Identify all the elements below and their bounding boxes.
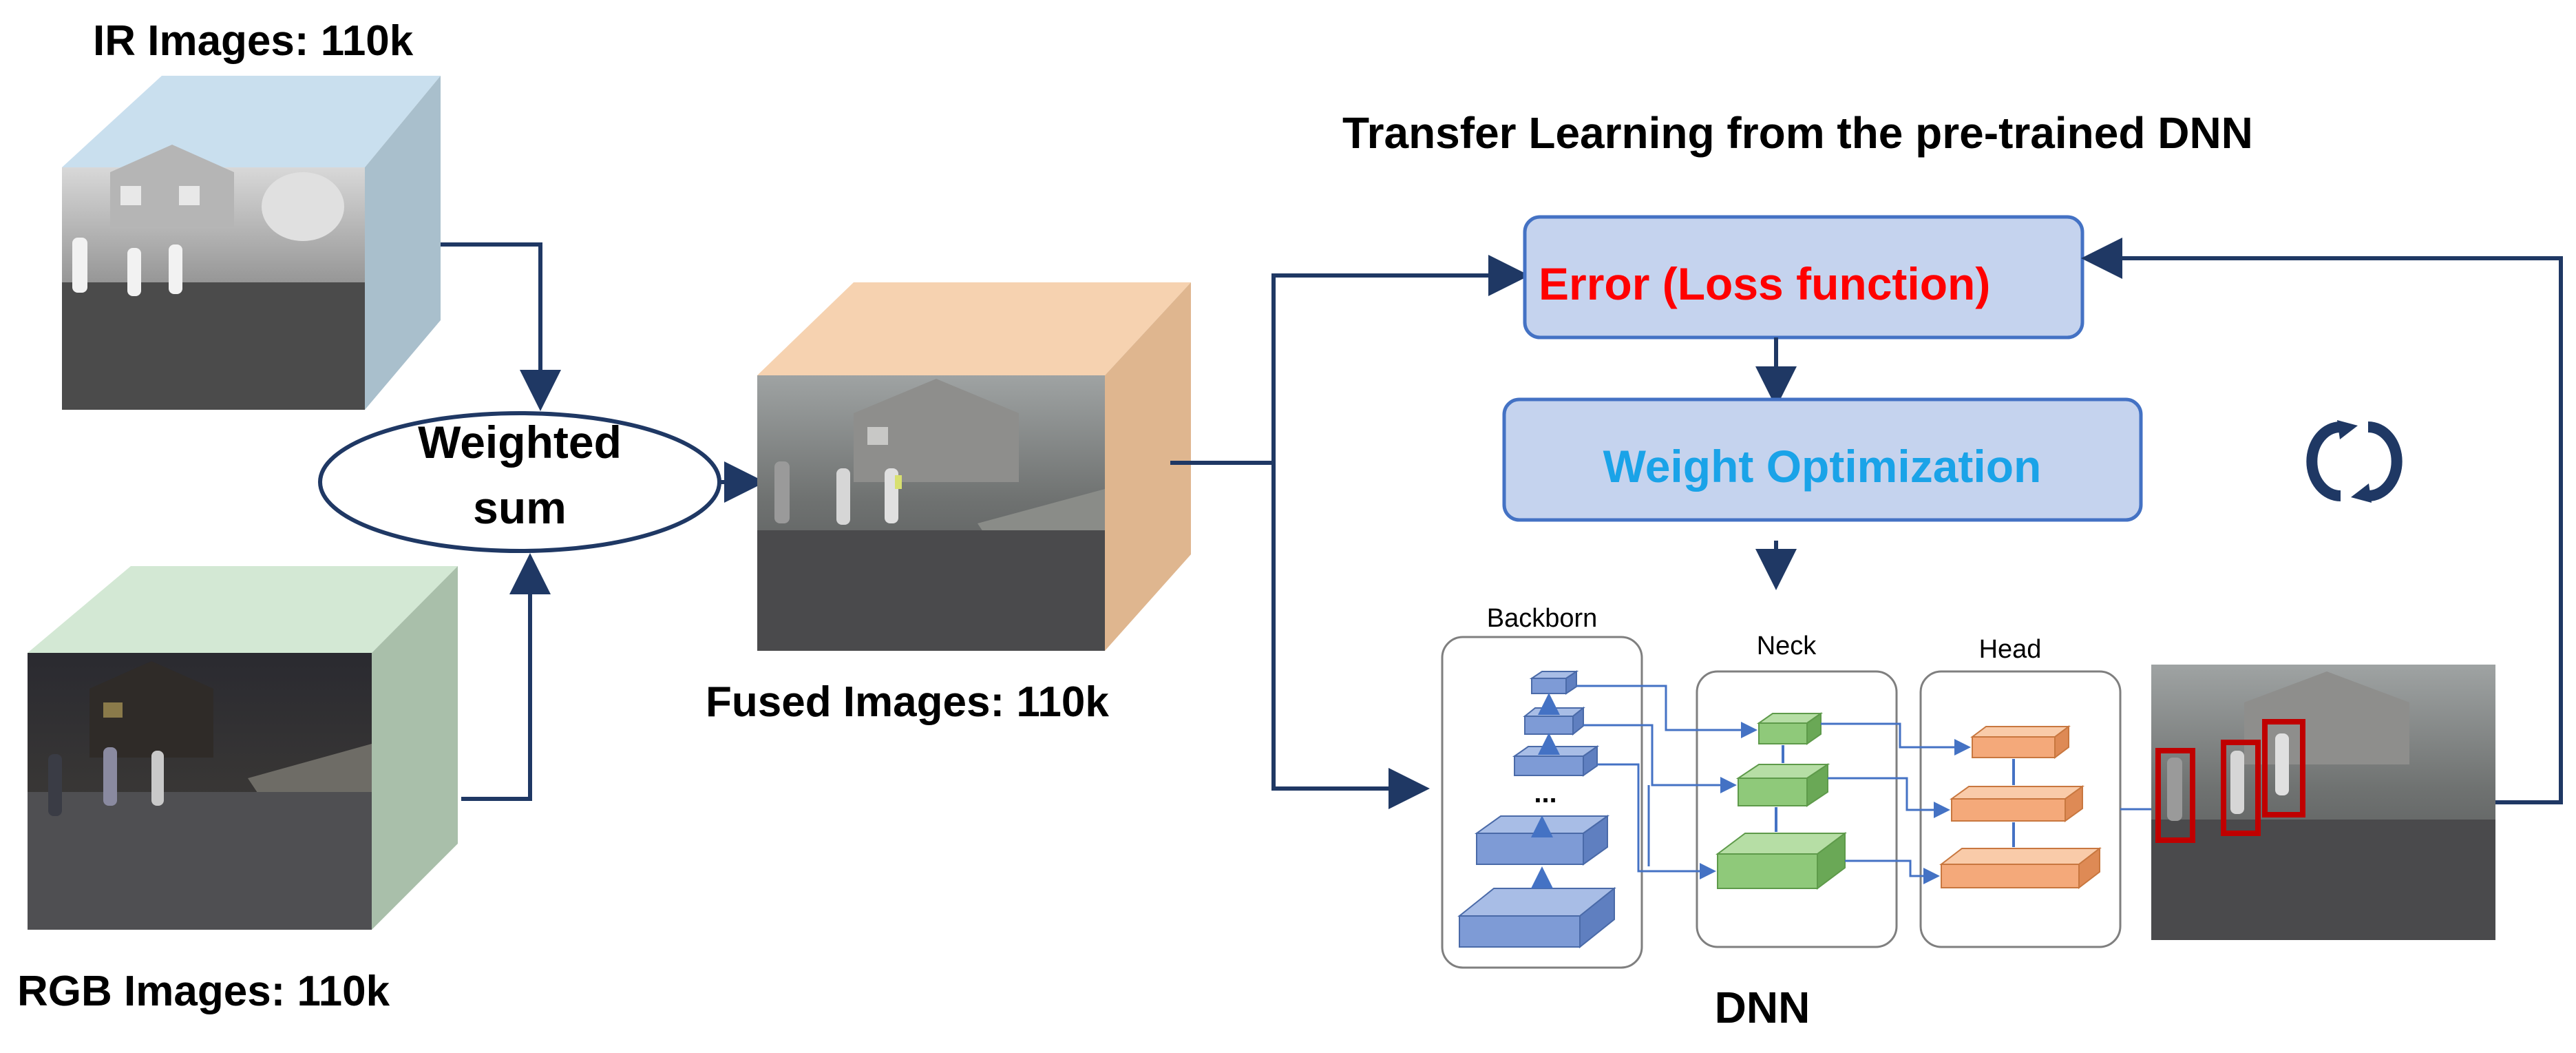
neck-module: Neck bbox=[1696, 632, 1898, 948]
dnn-label: DNN bbox=[1715, 983, 1810, 1032]
weighted-sum-line2: sum bbox=[473, 482, 567, 533]
output-detection-image bbox=[2151, 665, 2495, 940]
head-layers bbox=[1939, 725, 2102, 890]
backbone-layers bbox=[1457, 670, 1616, 949]
head-module: Head bbox=[1919, 635, 2122, 948]
transfer-learning-title: Transfer Learning from the pre-trained D… bbox=[1342, 108, 2253, 158]
refresh-icon bbox=[2306, 420, 2403, 503]
error-loss-box: Error (Loss function) bbox=[1523, 215, 2084, 340]
head-label: Head bbox=[1979, 635, 2042, 664]
backbone-module: Backborn ... bbox=[1441, 604, 1643, 969]
neck-down-arrows bbox=[1775, 745, 1784, 832]
error-loss-text: Error (Loss function) bbox=[1539, 258, 1990, 309]
ir-images-label: IR Images: 110k bbox=[93, 17, 414, 65]
detection-boxes bbox=[2155, 719, 2305, 843]
input-arrows bbox=[441, 242, 766, 801]
fused-output-arrows bbox=[1170, 255, 1530, 809]
neck-label: Neck bbox=[1757, 632, 1817, 660]
weight-optimization-text: Weight Optimization bbox=[1603, 441, 2042, 492]
backbone-ellipsis: ... bbox=[1534, 778, 1556, 809]
fused-image-cube bbox=[757, 282, 1191, 651]
backbone-label: Backborn bbox=[1487, 604, 1598, 633]
neck-layers bbox=[1715, 712, 1847, 890]
weighted-sum-line1: Weighted bbox=[418, 417, 622, 468]
weighted-sum-node: Weighted sum bbox=[318, 411, 721, 553]
feedback-loop-arrow bbox=[2081, 238, 2563, 804]
backbone-up-arrows bbox=[1531, 693, 1560, 888]
rgb-image-cube bbox=[28, 566, 458, 930]
fused-images-label: Fused Images: 110k bbox=[706, 678, 1109, 726]
rgb-images-label: RGB Images: 110k bbox=[17, 968, 390, 1015]
ir-image-cube bbox=[62, 76, 441, 410]
feature-connectors bbox=[1576, 685, 1971, 884]
weight-optimization-box: Weight Optimization bbox=[1502, 397, 2143, 522]
